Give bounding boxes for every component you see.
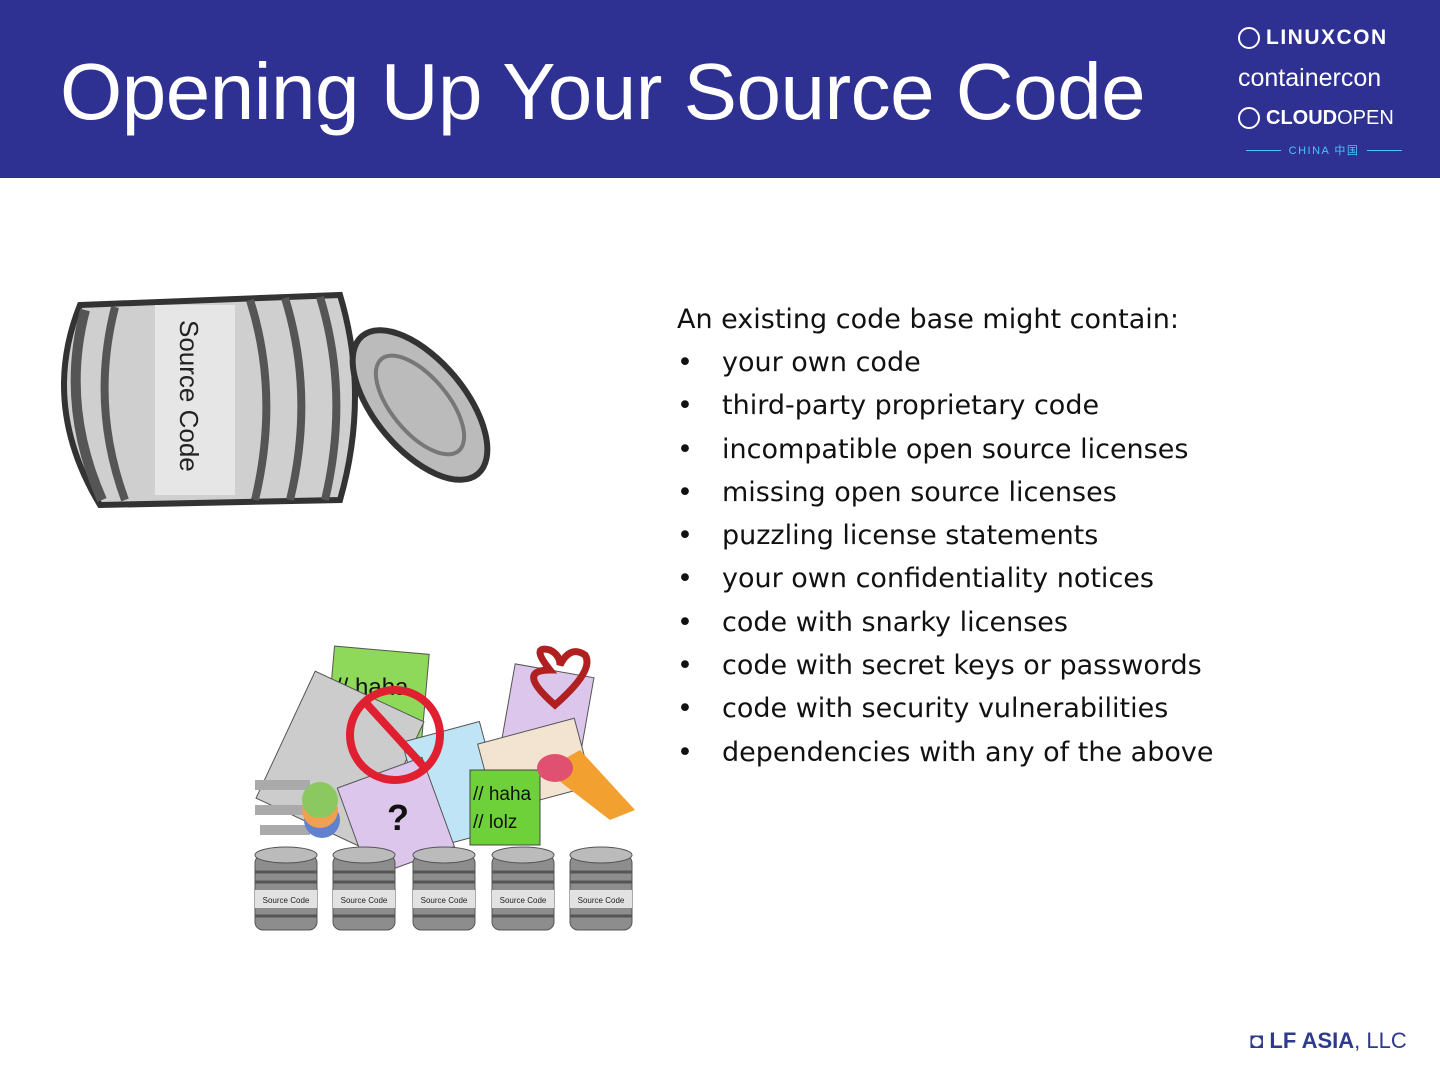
bullet-item: • missing open source licenses: [677, 473, 1213, 516]
cloud-hex-icon: [1238, 107, 1260, 129]
note-haha-line1: // haha: [473, 784, 532, 805]
source-code-can: Source Code: [412, 846, 476, 931]
bullet-text: missing open source licenses: [722, 476, 1117, 508]
keys-icon: [255, 780, 340, 838]
bullet-dot: •: [677, 520, 693, 552]
bullet-item: • code with secret keys or passwords: [677, 646, 1213, 689]
slide-body: An existing code base might contain: • yo…: [677, 300, 1213, 776]
bullet-item: • dependencies with any of the above: [677, 733, 1213, 776]
title-bar: Opening Up Your Source Code LINUXCON con…: [0, 0, 1440, 178]
bullet-text: your own confidentiality notices: [722, 563, 1154, 595]
bullet-item: • third-party proprietary code: [677, 386, 1213, 429]
bullet-text: code with snarky licenses: [722, 606, 1068, 638]
china-tag: CHINA 中国: [1238, 142, 1410, 158]
bullet-item: • your own confidentiality notices: [677, 559, 1213, 602]
bullet-dot: •: [677, 476, 693, 508]
can-label: Source Code: [421, 896, 468, 905]
intro-text: An existing code base might contain:: [677, 304, 1179, 335]
bullet-text: dependencies with any of the above: [722, 736, 1214, 768]
note-lolz-line2: // lolz: [473, 812, 517, 833]
bullet-item: • incompatible open source licenses: [677, 430, 1213, 473]
code-pile-illustration: // haha ? // haha // lolz Source Code So…: [254, 645, 635, 931]
penguin-icon: [1238, 27, 1260, 49]
bullet-text: your own code: [722, 347, 921, 378]
bullet-text: code with secret keys or passwords: [722, 650, 1202, 682]
bullet-dot: •: [677, 347, 693, 378]
lf-asia-logo: ◘ LF ASIA, LLC: [1250, 1028, 1407, 1053]
source-code-can: Source Code: [254, 846, 318, 931]
can-label: Source Code: [500, 896, 547, 905]
bullet-list: • your own code • third-party proprietary c…: [677, 343, 1213, 776]
bullet-text: code with security vulnerabilities: [722, 693, 1169, 725]
footer-org: LF ASIA: [1269, 1028, 1355, 1053]
linuxcon-text: LINUXCON: [1266, 26, 1388, 49]
linuxcon-logo: LINUXCON: [1238, 18, 1410, 58]
can-label: Source Code: [341, 896, 388, 905]
open-can-illustration: Source Code: [61, 291, 491, 509]
bullet-text: third-party proprietary code: [722, 390, 1100, 422]
bullet-text: puzzling license statements: [722, 520, 1099, 552]
bullet-dot: •: [677, 650, 693, 682]
china-text: CHINA 中国: [1288, 145, 1360, 157]
cloudopen-bold: CLOUD: [1266, 106, 1338, 129]
containercon-logo: containercon: [1238, 63, 1382, 92]
prohibited-icon: [346, 686, 444, 784]
source-code-can: Source Code: [332, 846, 396, 931]
question-mark: ?: [387, 797, 409, 838]
source-code-can: Source Code: [491, 846, 555, 931]
bullet-dot: •: [677, 433, 693, 465]
bullet-text: incompatible open source licenses: [722, 433, 1189, 465]
source-code-can: Source Code: [569, 846, 633, 931]
bullet-item: • code with security vulnerabilities: [677, 689, 1213, 732]
footer-suffix: , LLC: [1354, 1028, 1407, 1053]
can-label: Source Code: [263, 896, 310, 905]
bullet-dot: •: [677, 606, 693, 638]
cloudopen-light: OPEN: [1337, 106, 1394, 129]
bullet-item: • your own code: [677, 343, 1213, 386]
heartbleed-icon: [530, 645, 591, 710]
bullet-item: • puzzling license statements: [677, 516, 1213, 559]
slide-title: Opening Up Your Source Code: [60, 47, 1146, 136]
bullet-dot: •: [677, 390, 693, 422]
bullet-dot: •: [677, 736, 693, 768]
bullet-dot: •: [677, 563, 693, 595]
can-label: Source Code: [174, 320, 204, 472]
bullet-dot: •: [677, 693, 693, 725]
can-label: Source Code: [578, 896, 625, 905]
bullet-item: • code with snarky licenses: [677, 603, 1213, 646]
